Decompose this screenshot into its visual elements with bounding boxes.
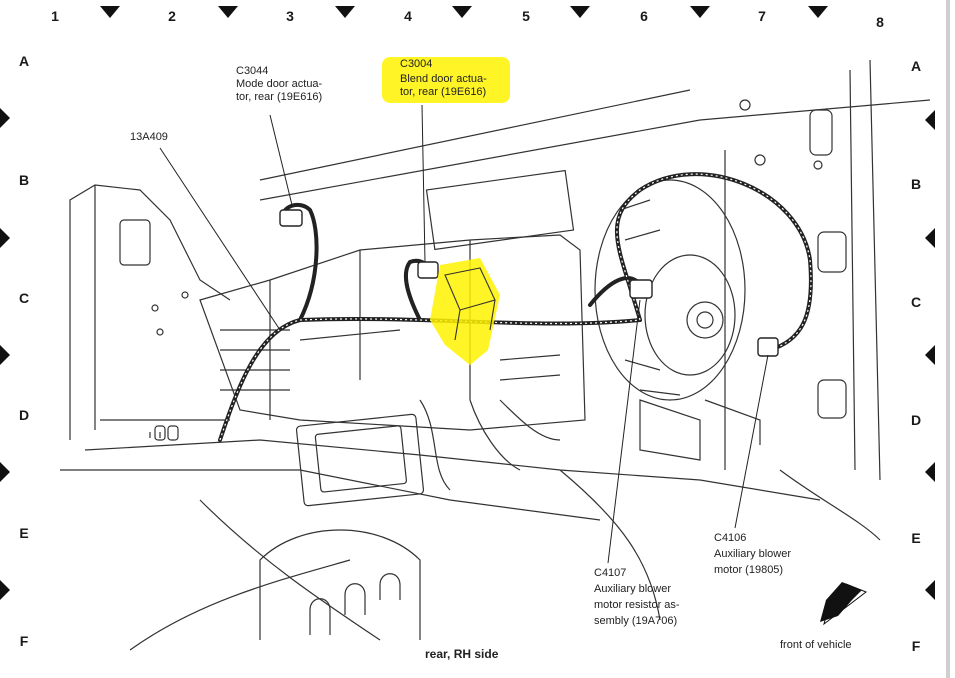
grid-col-6: 6 xyxy=(640,8,648,24)
grid-row-c-left: C xyxy=(18,290,30,306)
callout-c3044-line1: Mode door actua- xyxy=(236,78,323,90)
callout-c3044: C3044 Mode door actua- tor, rear (19E616… xyxy=(236,65,322,104)
callout-c4107-line1: Auxiliary blower xyxy=(594,583,672,595)
grid-col-8: 8 xyxy=(876,14,884,30)
callout-c3004-line2: tor, rear (19E616) xyxy=(400,86,487,98)
grid-row-c-right: C xyxy=(910,294,922,310)
callout-c3044-id: C3044 xyxy=(236,65,269,77)
blend-door-actuator xyxy=(444,267,496,341)
highlight-c3004-label xyxy=(382,57,510,103)
grid-row-f-left: F xyxy=(19,633,29,649)
grid-col-3: 3 xyxy=(286,8,294,24)
callout-c3004-line1: Blend door actua- xyxy=(400,73,487,85)
hvac-housing xyxy=(199,169,586,507)
grid-row-a-right: A xyxy=(910,58,922,74)
grid-row-e-left: E xyxy=(19,525,29,541)
grid-row-a-left: A xyxy=(18,53,30,69)
grid-row-b-left: B xyxy=(18,172,30,188)
grid-row-d-right: D xyxy=(910,412,922,428)
callout-c3004-id: C3004 xyxy=(400,58,433,70)
callout-c4106: C4106 Auxiliary blower motor (19805) xyxy=(714,530,791,578)
grid-col-1: 1 xyxy=(51,8,59,24)
callout-c3004: C3004 Blend door actua- tor, rear (19E61… xyxy=(400,58,487,99)
callout-c4107-line3: sembly (19A706) xyxy=(594,615,678,627)
callout-c4107-id: C4107 xyxy=(594,567,627,579)
blower-motor xyxy=(594,179,761,461)
grid-row-b-right: B xyxy=(910,176,922,192)
page-edge xyxy=(946,0,950,678)
grid-col-2: 2 xyxy=(168,8,176,24)
callout-c3044-line2: tor, rear (19E616) xyxy=(236,91,323,103)
callout-13a409: 13A409 xyxy=(130,131,168,144)
highlight-blend-door-actuator xyxy=(430,258,500,365)
grid-col-5: 5 xyxy=(522,8,530,24)
grid-col-4: 4 xyxy=(404,8,412,24)
body-structure xyxy=(60,59,931,651)
grid-col-7: 7 xyxy=(758,8,766,24)
wire-harness xyxy=(218,172,813,442)
grid-row-d-left: D xyxy=(18,407,30,423)
callout-c4106-line2: motor (19805) xyxy=(714,564,784,576)
border-arrows xyxy=(0,6,935,600)
grid-row-e-right: E xyxy=(911,530,921,546)
wire-harness-wrap xyxy=(219,173,812,441)
connectors xyxy=(279,209,779,357)
callout-c4106-line1: Auxiliary blower xyxy=(714,548,792,560)
leader-lines xyxy=(159,104,769,564)
callout-c4106-id: C4106 xyxy=(714,532,747,544)
callout-c4107: C4107 Auxiliary blower motor resistor as… xyxy=(594,565,680,629)
front-direction-arrow xyxy=(820,582,868,626)
grid-row-f-right: F xyxy=(911,638,921,654)
callout-c4107-line2: motor resistor as- xyxy=(594,599,680,611)
view-caption: rear, RH side xyxy=(425,647,499,661)
callout-13a409-id: 13A409 xyxy=(130,131,168,143)
front-of-vehicle-label: front of vehicle xyxy=(780,639,852,651)
